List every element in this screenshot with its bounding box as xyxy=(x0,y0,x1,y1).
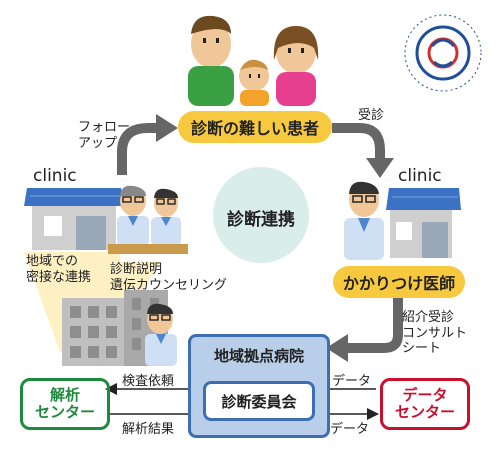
center-circle-label: 診断連携 xyxy=(227,210,295,230)
referral-label: 紹介受診 コンサルト シート xyxy=(402,310,468,357)
child-figure xyxy=(239,59,269,106)
explanation-label: 診断説明 遺伝カウンセリング xyxy=(110,262,228,293)
arrow-consult xyxy=(332,123,385,160)
analysis-center-node: 解析 センター xyxy=(20,378,110,430)
follow-up-label: フォロー アップ xyxy=(78,120,131,151)
committee-node: 診断委員会 xyxy=(203,381,315,421)
family-doctor-node: かかりつけ医師 xyxy=(333,266,465,298)
test-request-label: 検査依頼 xyxy=(122,374,175,389)
left-clinic-label: clinic xyxy=(33,166,77,186)
hub-hospital-box: 地域拠点病院 診断委員会 xyxy=(188,334,330,438)
hospital-doctor-figure xyxy=(145,303,177,366)
consult-label: 受診 xyxy=(358,108,385,123)
left-clinic-building xyxy=(24,188,124,250)
regional-label: 地域での 密接な連携 xyxy=(26,254,92,285)
patient-node: 診断の難しい患者 xyxy=(178,111,332,143)
arrow-follow-up xyxy=(117,123,160,175)
doctor-pair-figure xyxy=(108,185,188,254)
center-circle xyxy=(213,167,309,263)
irud-logo xyxy=(404,14,482,92)
analysis-result-label: 解析結果 xyxy=(122,422,175,437)
father-figure xyxy=(188,15,234,106)
data-in-label: データ xyxy=(330,422,370,437)
data-out-label: データ xyxy=(332,374,372,389)
data-center-node: データ センター xyxy=(380,378,470,430)
family-doctor-figure xyxy=(344,181,384,260)
hospital-building xyxy=(62,290,168,366)
arrow-referral xyxy=(346,298,403,353)
mother-figure xyxy=(273,26,319,106)
hub-hospital-label: 地域拠点病院 xyxy=(213,347,304,365)
right-clinic-label: clinic xyxy=(398,166,442,186)
right-clinic-building xyxy=(386,188,461,258)
